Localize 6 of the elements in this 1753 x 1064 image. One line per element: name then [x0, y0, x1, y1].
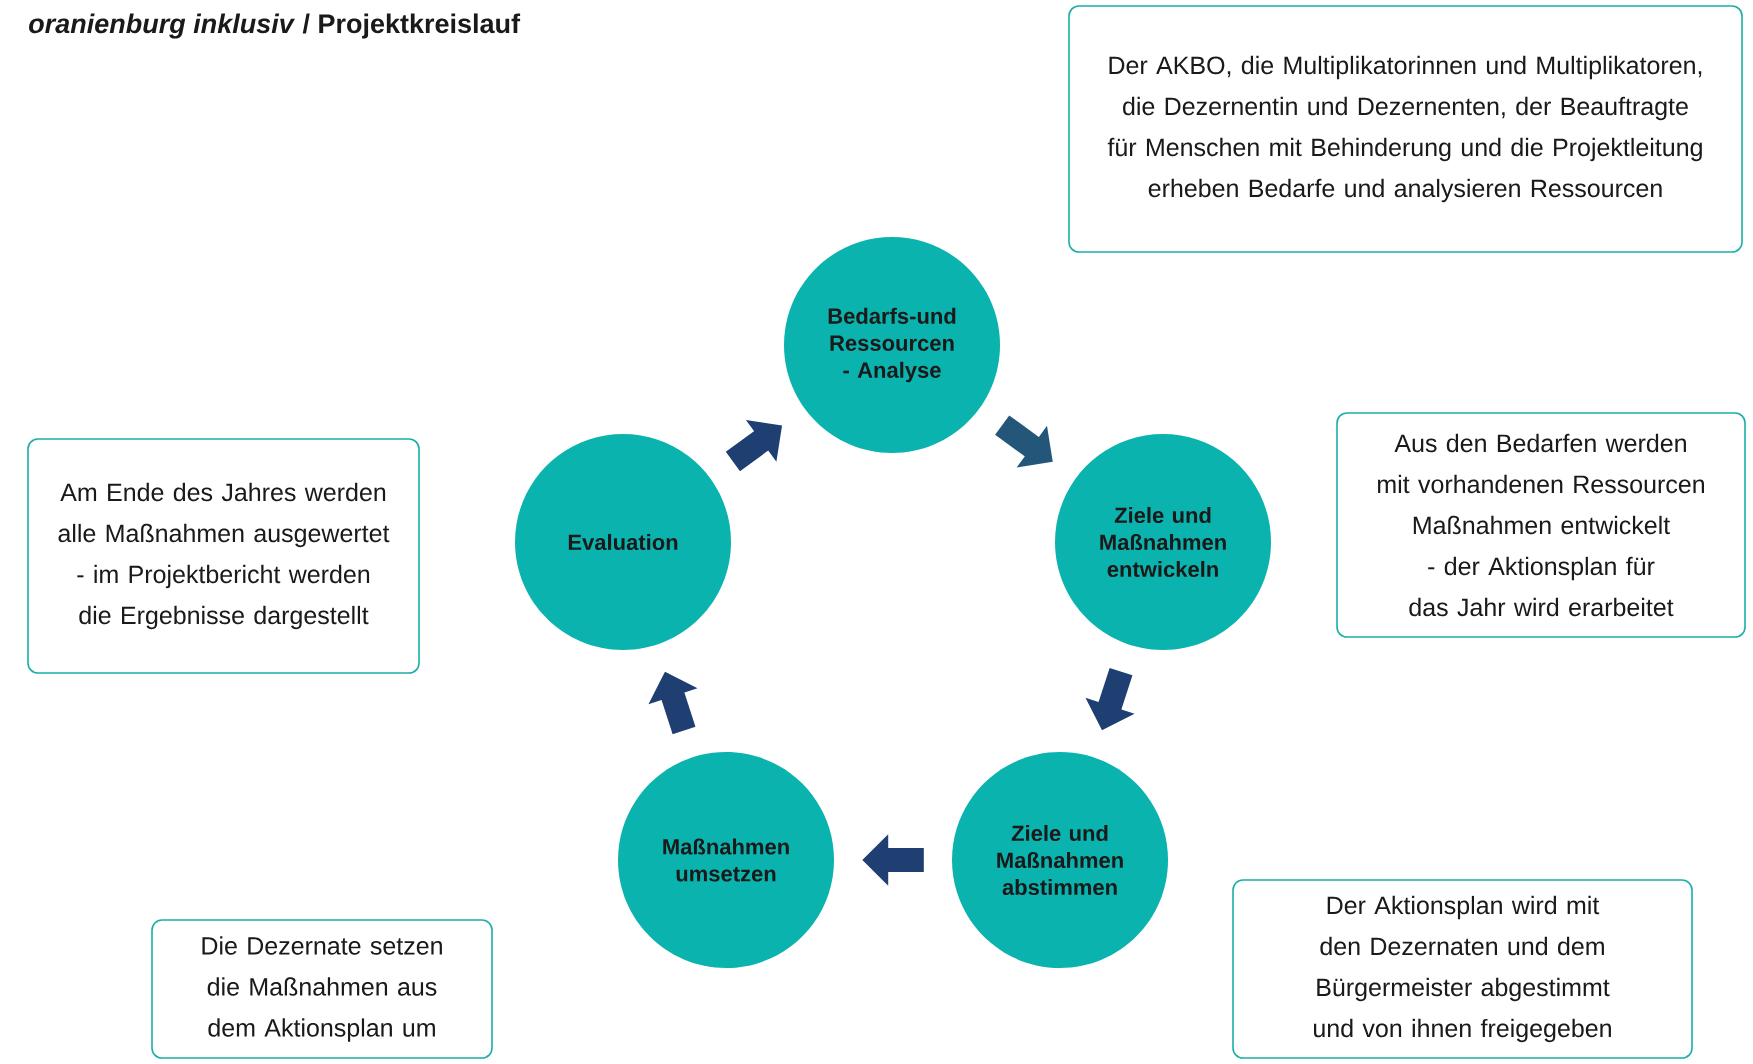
description-box: Aus den Bedarfen werden mit vorhandenen Ressourcen Maßnahmen entwickelt - der Aktionsplan für das Jahr wird erarbeitet [1336, 412, 1746, 638]
title: oranienburg inklusiv / Projektkreislauf [29, 13, 521, 39]
description-box: Der Aktionsplan wird mit den Dezernaten und dem Bürgermeister abgestimmt und von ihnen freigegeben [1232, 879, 1693, 1059]
description-box: Am Ende des Jahres werden alle Maßnahmen ausgewertet - im Projektbericht werden die Ergebnisse dargestellt [27, 438, 420, 674]
description-box: Die Dezernate setzen die Maßnahmen aus dem Aktionsplan um [151, 919, 493, 1059]
description-box: Der AKBO, die Multiplikatorinnen und Multiplikatoren, die Dezernentin und Dezernenten, der Beauftragte für Menschen mit Behinderung und die Projektleitung erheben Bedarfe und analysieren Ressourcen [1068, 5, 1743, 253]
